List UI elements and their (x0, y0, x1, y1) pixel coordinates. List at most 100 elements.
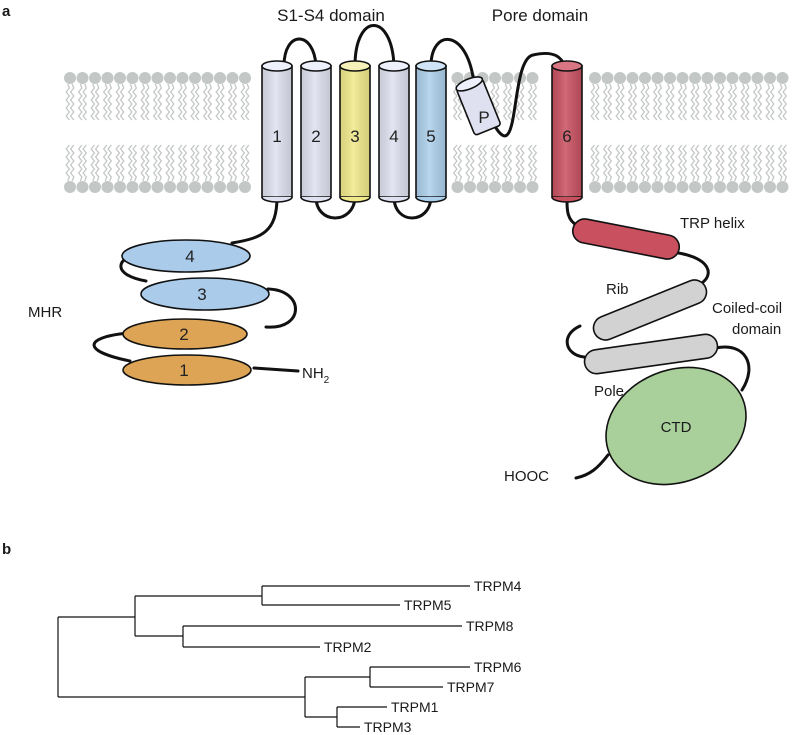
loop-mhr2-mhr1 (92, 331, 132, 363)
lipid-tail (727, 144, 733, 182)
tm-segment-s3-label: 3 (350, 127, 359, 146)
lipid-tail (694, 144, 700, 182)
lipid-tail (615, 144, 621, 182)
lipid-head (626, 72, 639, 84)
lipid-tail (702, 144, 708, 182)
loop-mhr3-mhr2 (264, 287, 297, 329)
lipid-tail (132, 83, 138, 121)
mhr-domain-1-label: 1 (179, 361, 188, 380)
tree-label-trpm8: TRPM8 (466, 618, 514, 634)
lipid-tail (244, 144, 250, 182)
trp-helix (571, 218, 681, 260)
rib-helix (592, 279, 708, 341)
lipid-head (164, 72, 176, 84)
tree-label-trpm7: TRPM7 (447, 679, 495, 695)
lipid-tail (207, 83, 213, 121)
loop-s5-p (429, 38, 476, 86)
tm-segment-s2: 2 (300, 60, 332, 203)
hooc-label: HOOC (504, 468, 549, 485)
lipid-tail (507, 83, 513, 121)
tm-segment-s5: 5 (415, 60, 447, 203)
lipid-head (126, 181, 139, 193)
lipid-tail (77, 83, 83, 121)
tree-label-trpm2: TRPM2 (324, 639, 372, 655)
lipid-tail (527, 83, 533, 121)
lipid-tail (682, 83, 688, 121)
lipid-tail (615, 83, 621, 121)
lipid-head (114, 181, 126, 193)
lipid-tail (202, 83, 208, 121)
lipid-tail (82, 144, 88, 182)
mhr-domain-3 (140, 277, 270, 311)
lipid-tail (707, 144, 713, 182)
tree-label-trpm1: TRPM1 (391, 699, 439, 715)
lipid-tail (182, 144, 188, 182)
lipid-tail (607, 83, 613, 121)
lipid-tail (165, 83, 171, 121)
lipid-tail (194, 144, 200, 182)
lipid-tail (482, 144, 488, 182)
tm-segment-s6: 6 (551, 60, 583, 203)
trp-helix-label: TRP helix (680, 215, 745, 232)
lipid-tail (152, 144, 158, 182)
lipid-tail (140, 144, 146, 182)
ctd-label: CTD (661, 419, 692, 436)
lipid-head (589, 72, 601, 84)
lipid-tail (115, 83, 121, 121)
mhr-domain-3-label: 3 (197, 285, 206, 304)
lipid-tail (519, 83, 525, 121)
lipid-tail (494, 144, 500, 182)
lipid-head (614, 181, 626, 193)
lipid-tail (127, 144, 133, 182)
mhr-domain-2 (122, 318, 248, 350)
lipid-tail (182, 83, 188, 121)
lipid-head (64, 181, 76, 193)
lipid-head (764, 181, 776, 193)
lipid-tail (644, 83, 650, 121)
lipid-tail (240, 144, 246, 182)
panel-b-label: b (2, 541, 11, 558)
mhr-domain-4-label: 4 (185, 247, 194, 266)
pore-helix (455, 76, 501, 136)
lipid-head (739, 181, 751, 193)
loop-s4-s5 (392, 195, 433, 220)
lipid-tail (782, 83, 788, 121)
lipid-tail (457, 144, 463, 182)
lipid-head (589, 181, 601, 193)
mhr-label: MHR (28, 304, 62, 321)
lipid-head (214, 181, 226, 193)
lipid-head (189, 181, 201, 193)
lipid-tail (677, 83, 683, 121)
phylogenetic-tree (57, 585, 470, 728)
lipid-tail (232, 83, 238, 121)
lipid-tail (719, 83, 725, 121)
lipid-tail (115, 144, 121, 182)
lipid-tail (227, 144, 233, 182)
lipid-head (664, 181, 676, 193)
lipid-tail (507, 144, 513, 182)
lipid-head (514, 181, 526, 193)
ctd-domain (605, 366, 747, 486)
lipid-head (526, 72, 539, 84)
loop-nh2-tail (252, 366, 300, 373)
lipid-tail (769, 144, 775, 182)
lipid-head (489, 181, 501, 193)
lipid-tail (219, 144, 225, 182)
tm-segment-s1-label: 1 (272, 127, 281, 146)
lipid-tail (94, 144, 100, 182)
lipid-tail (152, 83, 158, 121)
lipid-head (464, 181, 476, 193)
mhr-domain-4 (121, 239, 251, 273)
lipid-tail (727, 83, 733, 121)
lipid-head (651, 72, 664, 84)
lipid-head (226, 72, 239, 84)
lipid-head (701, 181, 714, 193)
lipid-head (776, 181, 789, 193)
lipid-head (626, 181, 639, 193)
lipid-head (501, 181, 514, 193)
lipid-head (726, 72, 739, 84)
lipid-tail (227, 83, 233, 121)
lipid-head (601, 181, 614, 193)
lipid-head (151, 181, 164, 193)
lipid-head (664, 72, 676, 84)
